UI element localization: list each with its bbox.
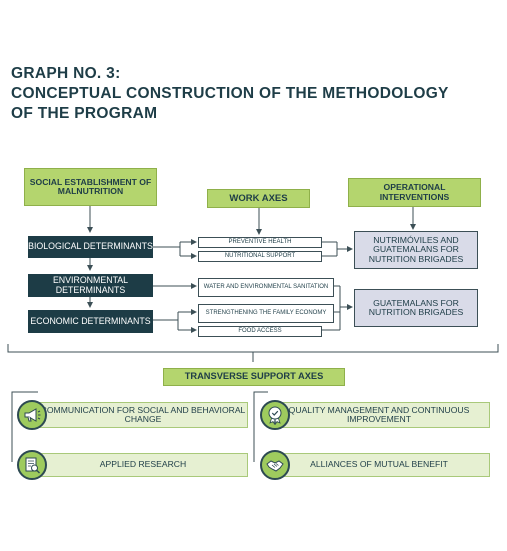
intervention-brigades: GUATEMALANS FOR NUTRITION BRIGADES — [354, 289, 478, 327]
megaphone-icon — [17, 400, 47, 430]
research-document-icon — [17, 450, 47, 480]
work-axis-water-sanitation: WATER AND ENVIRONMENTAL SANITATION — [198, 278, 334, 297]
biological-determinants: BIOLOGICAL DETERMINANTS — [28, 236, 153, 258]
graph-number: GRAPH NO. 3: — [11, 65, 121, 82]
transverse-support-header: TRANSVERSE SUPPORT AXES — [163, 368, 345, 386]
environmental-determinants: ENVIRONMENTAL DETERMINANTS — [28, 274, 153, 297]
page-title-line-2: OF THE PROGRAM — [11, 105, 158, 122]
work-axis-nutritional-support: NUTRITIONAL SUPPORT — [198, 251, 322, 262]
work-axis-preventive-health: PREVENTIVE HEALTH — [198, 237, 322, 248]
transverse-applied-research: APPLIED RESEARCH — [38, 453, 248, 477]
social-establishment-header: SOCIAL ESTABLISHMENT OF MALNUTRITION — [24, 168, 157, 206]
intervention-nutrimoviles: NUTRIMÓVILES AND GUATEMALANS FOR NUTRITI… — [354, 231, 478, 269]
transverse-alliances: ALLIANCES OF MUTUAL BENEFIT — [268, 453, 490, 477]
operational-interventions-header: OPERATIONAL INTERVENTIONS — [348, 178, 481, 207]
work-axis-food-access: FOOD ACCESS — [198, 326, 322, 337]
transverse-quality-management: QUALITY MANAGEMENT AND CONTINUOUS IMPROV… — [268, 402, 490, 428]
work-axes-header: WORK AXES — [207, 189, 310, 208]
transverse-communication: COMMUNICATION FOR SOCIAL AND BEHAVIORAL … — [38, 402, 248, 428]
quality-medal-icon — [260, 400, 290, 430]
economic-determinants: ECONOMIC DETERMINANTS — [28, 310, 153, 333]
work-axis-family-economy: STRENGTHENING THE FAMILY ECONOMY — [198, 304, 334, 323]
page-title: CONCEPTUAL CONSTRUCTION OF THE METHODOLO… — [11, 85, 449, 102]
handshake-icon — [260, 450, 290, 480]
